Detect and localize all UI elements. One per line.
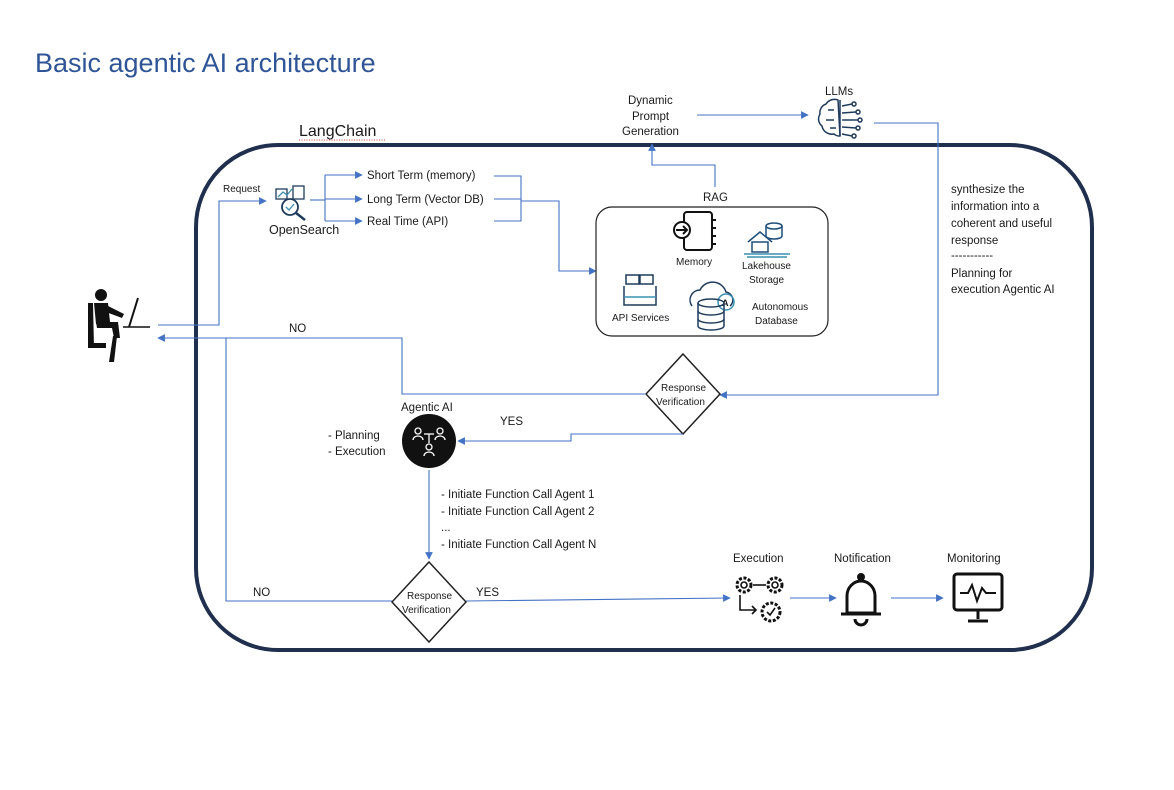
person-at-computer-icon: [88, 289, 150, 362]
monitor-icon: [952, 572, 1004, 623]
autonomous-database-icon: A: [689, 281, 735, 331]
rag-box: [595, 206, 829, 337]
page-title: Basic agentic AI architecture: [35, 48, 376, 78]
notification-label: Notification: [834, 553, 891, 565]
agentic-task-execution: - Execution: [328, 446, 386, 458]
memory-type-short-term: Short Term (memory): [367, 170, 476, 182]
response-verification-lower-line2: Verification: [402, 605, 451, 616]
synthesize-line2: information into a: [951, 201, 1040, 213]
yes-label-upper: YES: [500, 416, 523, 428]
response-verification-upper-line2: Verification: [656, 397, 705, 408]
api-services-icon: [623, 274, 657, 306]
autonomous-db-label-line1: Autonomous: [752, 302, 808, 313]
agent-network-icon: [402, 414, 456, 468]
response-verification-upper-line1: Response: [661, 383, 706, 394]
bell-icon: [841, 573, 881, 627]
langchain-container: [194, 143, 1094, 652]
memory-chip-icon: [673, 211, 716, 251]
synthesize-line3: coherent and useful: [951, 218, 1052, 230]
gears-execution-icon: [735, 576, 784, 623]
function-call-ellipsis: ...: [441, 522, 451, 534]
opensearch-label: OpenSearch: [269, 223, 339, 237]
lakehouse-label-line1: Lakehouse: [742, 261, 791, 272]
function-call-agent-1: - Initiate Function Call Agent 1: [441, 489, 594, 501]
llms-label: LLMs: [825, 86, 853, 98]
response-verification-lower-line1: Response: [407, 591, 452, 602]
dynamic-prompt-line1: Dynamic: [628, 95, 673, 107]
dynamic-prompt-line3: Generation: [622, 126, 679, 138]
monitoring-label: Monitoring: [947, 553, 1001, 565]
api-services-label: API Services: [612, 313, 669, 324]
lakehouse-label-line2: Storage: [749, 275, 784, 286]
rag-label: RAG: [703, 192, 728, 204]
opensearch-icon: [275, 185, 306, 221]
execution-label: Execution: [733, 553, 784, 565]
synthesize-line7: execution Agentic AI: [951, 284, 1055, 296]
svg-text:A: A: [722, 298, 729, 308]
synthesize-line4: response: [951, 235, 998, 247]
llm-brain-icon: [817, 98, 863, 139]
response-verification-diamond-lower: [390, 560, 468, 644]
no-label-upper: NO: [289, 323, 306, 335]
memory-type-long-term: Long Term (Vector DB): [367, 194, 484, 206]
no-label-lower: NO: [253, 587, 270, 599]
synthesize-line1: synthesize the: [951, 184, 1025, 196]
dynamic-prompt-line2: Prompt: [632, 111, 670, 123]
agentic-task-planning: - Planning: [328, 430, 380, 442]
lakehouse-icon: [744, 222, 790, 258]
function-call-agent-2: - Initiate Function Call Agent 2: [441, 506, 594, 518]
request-label: Request: [223, 184, 260, 195]
synthesize-line6: Planning for: [951, 268, 1013, 280]
agentic-ai-label: Agentic AI: [401, 402, 453, 414]
memory-type-real-time: Real Time (API): [367, 216, 448, 228]
function-call-agent-n: - Initiate Function Call Agent N: [441, 539, 596, 551]
synthesize-line5: -----------: [951, 250, 993, 262]
langchain-label: LangChain: [299, 123, 376, 140]
memory-label: Memory: [676, 257, 712, 268]
yes-label-lower: YES: [476, 587, 499, 599]
autonomous-db-label-line2: Database: [755, 316, 798, 327]
response-verification-diamond-upper: [644, 352, 722, 436]
